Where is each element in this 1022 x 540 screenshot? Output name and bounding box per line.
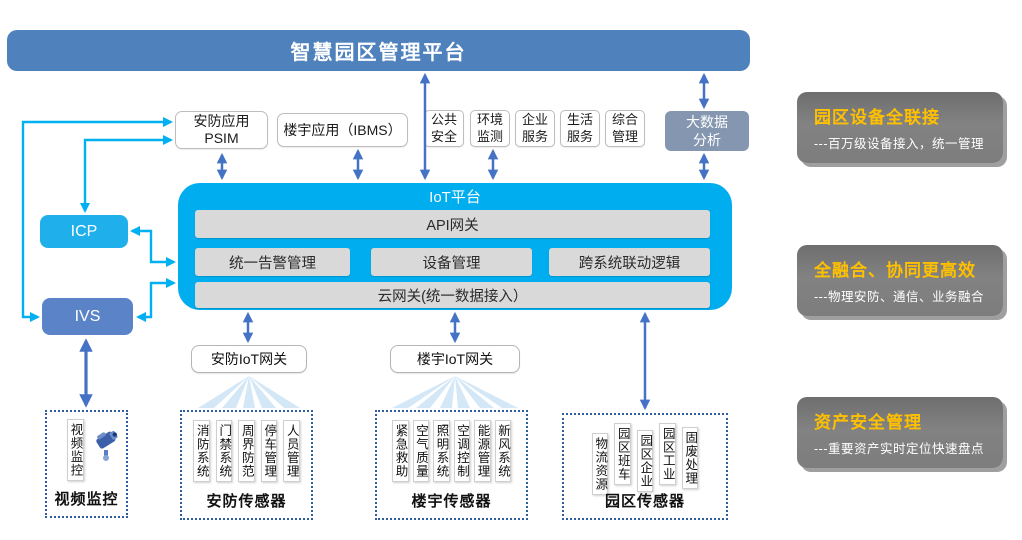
security-sensors-group: 消防系统 门禁系统 周界防范 停车管理 人员管理 安防传感器 <box>180 410 313 520</box>
sensor-item: 照明系统 <box>433 420 450 482</box>
sensor-item: 停车管理 <box>260 420 278 482</box>
sensor-item: 固废处理 <box>681 427 699 489</box>
sensor-item: 能源管理 <box>474 420 491 482</box>
benefit-desc: ---百万级设备接入，统一管理 <box>814 137 984 151</box>
sensor-item: 紧急救助 <box>392 420 409 482</box>
benefit-panel-device-connection: 园区设备全联接 ---百万级设备接入，统一管理 <box>797 92 1003 163</box>
ibms-label: 楼宇应用（IBMS） <box>283 121 402 138</box>
module-cross-system-linkage: 跨系统联动逻辑 <box>549 248 710 276</box>
sensor-item: 园区企业 <box>636 430 654 492</box>
sensor-item: 园区班车 <box>614 423 631 485</box>
sensor-item: 物流资源 <box>591 433 609 495</box>
park-group-label: 园区传感器 <box>604 493 685 510</box>
app-box-enterprise-service: 企业服务 <box>515 110 555 147</box>
security-gateway-fan <box>198 376 300 408</box>
building-sensors-group: 紧急救助 空气质量 照明系统 空调控制 能源管理 新风系统 楼宇传感器 <box>375 410 528 520</box>
sensor-item: 周界防范 <box>238 420 255 482</box>
app-box-comprehensive-management: 综合管理 <box>605 110 645 147</box>
benefit-title: 资产安全管理 <box>814 413 922 432</box>
app-box-public-safety: 公共安全 <box>424 110 464 147</box>
sensor-item: 空气质量 <box>412 420 429 482</box>
video-surveillance-item: 视频监控 <box>67 419 84 481</box>
module-alarm-management: 统一告警管理 <box>195 248 350 276</box>
sensor-item: 消防系统 <box>193 420 210 482</box>
app-box-psim: 安防应用 PSIM <box>175 111 268 149</box>
cloud-gateway-bar: 云网关(统一数据接入） <box>195 282 710 308</box>
app-box-ibms: 楼宇应用（IBMS） <box>277 113 408 147</box>
benefit-title: 园区设备全联接 <box>814 108 940 127</box>
app-box-environment-monitor: 环境监测 <box>470 110 510 147</box>
building-iot-gateway-box: 楼宇IoT网关 <box>390 345 520 373</box>
link-psim-icp <box>79 134 174 214</box>
sensor-item: 园区工业 <box>659 423 676 485</box>
benefit-desc: ---物理安防、通信、业务融合 <box>814 290 984 304</box>
api-gateway-bar: API网关 <box>195 210 710 238</box>
video-surveillance-group: 视频监控 视频监控 <box>45 410 128 518</box>
psim-line1: 安防应用 <box>193 113 250 130</box>
benefit-panel-asset-security: 资产安全管理 ---重要资产实时定位快速盘点 <box>797 397 1003 468</box>
benefit-desc: ---重要资产实时定位快速盘点 <box>814 442 984 456</box>
psim-line2: PSIM <box>204 130 239 146</box>
link-icp-iot <box>129 225 177 268</box>
app-box-bigdata-analysis: 大数据分析 <box>665 111 749 151</box>
platform-banner: 智慧园区管理平台 <box>7 30 750 71</box>
ivs-box: IVS <box>42 298 133 335</box>
camera-icon <box>96 430 118 461</box>
app-box-life-service: 生活服务 <box>560 110 600 147</box>
icp-box: ICP <box>40 215 128 248</box>
park-sensors-group: 物流资源 园区班车 园区企业 园区工业 固废处理 园区传感器 <box>562 413 728 520</box>
video-group-label: 视频监控 <box>54 491 119 508</box>
platform-title: 智慧园区管理平台 <box>290 42 467 64</box>
building-gateway-fan <box>392 376 518 408</box>
benefit-title: 全融合、协同更高效 <box>814 261 976 280</box>
benefit-panel-convergence: 全融合、协同更高效 ---物理安防、通信、业务融合 <box>797 245 1003 316</box>
sensor-item: 空调控制 <box>453 420 470 482</box>
sensor-item: 人员管理 <box>283 420 300 482</box>
iot-platform-title: IoT平台 <box>429 189 481 206</box>
building-group-label: 楼宇传感器 <box>411 493 492 510</box>
security-iot-gateway-box: 安防IoT网关 <box>191 345 307 373</box>
link-iot-ivs <box>135 277 177 323</box>
security-group-label: 安防传感器 <box>206 493 287 510</box>
sensor-item: 新风系统 <box>494 420 511 482</box>
module-device-management: 设备管理 <box>371 248 532 276</box>
sensor-item: 门禁系统 <box>215 420 233 482</box>
